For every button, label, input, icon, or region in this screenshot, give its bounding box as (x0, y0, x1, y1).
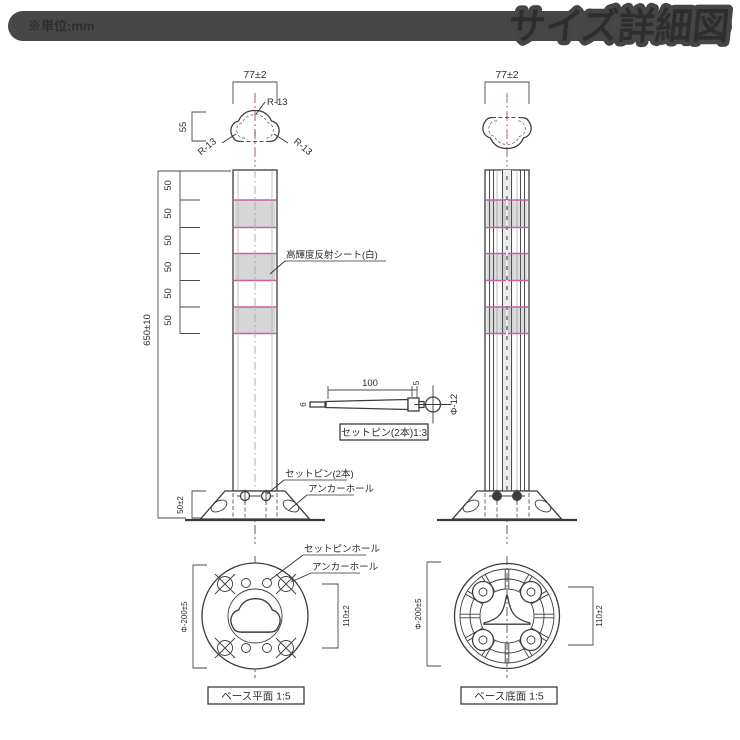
diameter-dim-text: Φ-12 (449, 394, 460, 415)
unit-label: ※単位:mm (28, 19, 94, 34)
center-cutout (230, 597, 281, 633)
segment-dim-text: 50 (163, 262, 174, 273)
header: ※単位:mm サイズ詳細図 (8, 1, 736, 51)
anchor-holes (214, 573, 297, 659)
depth-dimension: 55 (178, 111, 206, 142)
pin-detail: 100 5 6 Φ-12 セットピン(2本)1:3 (299, 378, 460, 441)
front-view: 77±2 R-13 R-13 R-13 55 (142, 69, 386, 544)
plan-caption-text: ベース平面 1:5 (221, 691, 291, 703)
radius-right-text: R-13 (291, 136, 314, 158)
pitch-dim-text: 110±2 (342, 605, 351, 627)
width-dimension: 77±2 (484, 69, 530, 104)
base-height-dimension: 50±2 (176, 490, 206, 519)
pitch-dimension: 110±2 (322, 583, 351, 649)
cross-section (230, 109, 280, 143)
plan-callouts: セットピンホール アンカーホール (269, 544, 381, 583)
page-title: サイズ詳細図 (506, 5, 731, 47)
base-plan-view: セットピンホール アンカーホール Φ-200±5 110±2 ベース平面 1:5 (180, 544, 381, 705)
segment-dim-text: 50 (163, 235, 174, 246)
head-dim-text: 5 (412, 380, 421, 385)
bottom-caption: ベース底面 1:5 (460, 686, 558, 705)
segment-dim-text: 50 (163, 288, 174, 299)
pin-caption-text: セットピン(2本)1:3 (341, 426, 428, 439)
post-body (484, 169, 530, 492)
base-height-dim-text: 50±2 (176, 496, 185, 514)
cross-section (482, 116, 532, 150)
pin-section: Φ-12 (414, 385, 460, 424)
pitch-dim-text: 110±2 (595, 605, 604, 627)
diameter-dimension: Φ-200±5 (180, 564, 207, 669)
bottom-caption-text: ベース底面 1:5 (474, 690, 544, 703)
diameter-dim-text: Φ-200±5 (414, 598, 423, 630)
segment-dim-text: 50 (163, 180, 174, 191)
post-base (437, 489, 577, 522)
post-base (185, 489, 325, 522)
sheet-callout: 高輝度反射シート(白) (269, 249, 386, 275)
base-callouts: セットピン(2本) アンカーホール (266, 468, 375, 511)
width-dim-text: 77±2 (495, 69, 518, 81)
base-bottom-view: Φ-200±5 110±2 ベース底面 1:5 (414, 556, 604, 705)
setpin-holes (241, 578, 272, 653)
anchor-hole-callout-text: アンカーホール (312, 562, 379, 573)
setpin-callout-text: セットピン(2本) (285, 468, 354, 480)
plan-caption: ベース平面 1:5 (207, 686, 305, 705)
segment-dim-text: 50 (163, 208, 174, 219)
anchor-callout-text: アンカーホール (308, 484, 375, 495)
post-body (232, 169, 278, 492)
tip-dim-text: 6 (299, 402, 308, 407)
pitch-dimension: 110±2 (568, 586, 604, 646)
setpin-hole-callout-text: セットピンホール (304, 544, 381, 555)
width-dimension: 77±2 (232, 69, 278, 104)
segment-dim-text: 50 (163, 315, 174, 326)
side-view: 77±2 (437, 69, 577, 544)
sheet-callout-text: 高輝度反射シート(白) (286, 249, 378, 261)
radius-top-text: R-13 (267, 97, 288, 108)
header-bar (8, 11, 732, 41)
length-dimension: 100 5 (327, 378, 421, 399)
width-dim-text: 77±2 (243, 69, 266, 81)
diameter-dimension: Φ-200±5 (414, 561, 441, 667)
height-dim-text: 650±10 (142, 314, 153, 346)
pin-shape: 6 (299, 397, 425, 412)
length-dim-text: 100 (362, 378, 378, 389)
bosses (471, 580, 543, 652)
segment-dimensions: 50 50 50 50 50 50 (158, 170, 231, 334)
radius-left-text: R-13 (196, 136, 219, 158)
pin-caption: セットピン(2本)1:3 (339, 423, 429, 441)
depth-dim-text: 55 (178, 122, 189, 133)
diameter-dim-text: Φ-200±5 (180, 601, 189, 633)
height-dimension: 650±10 (142, 171, 186, 519)
